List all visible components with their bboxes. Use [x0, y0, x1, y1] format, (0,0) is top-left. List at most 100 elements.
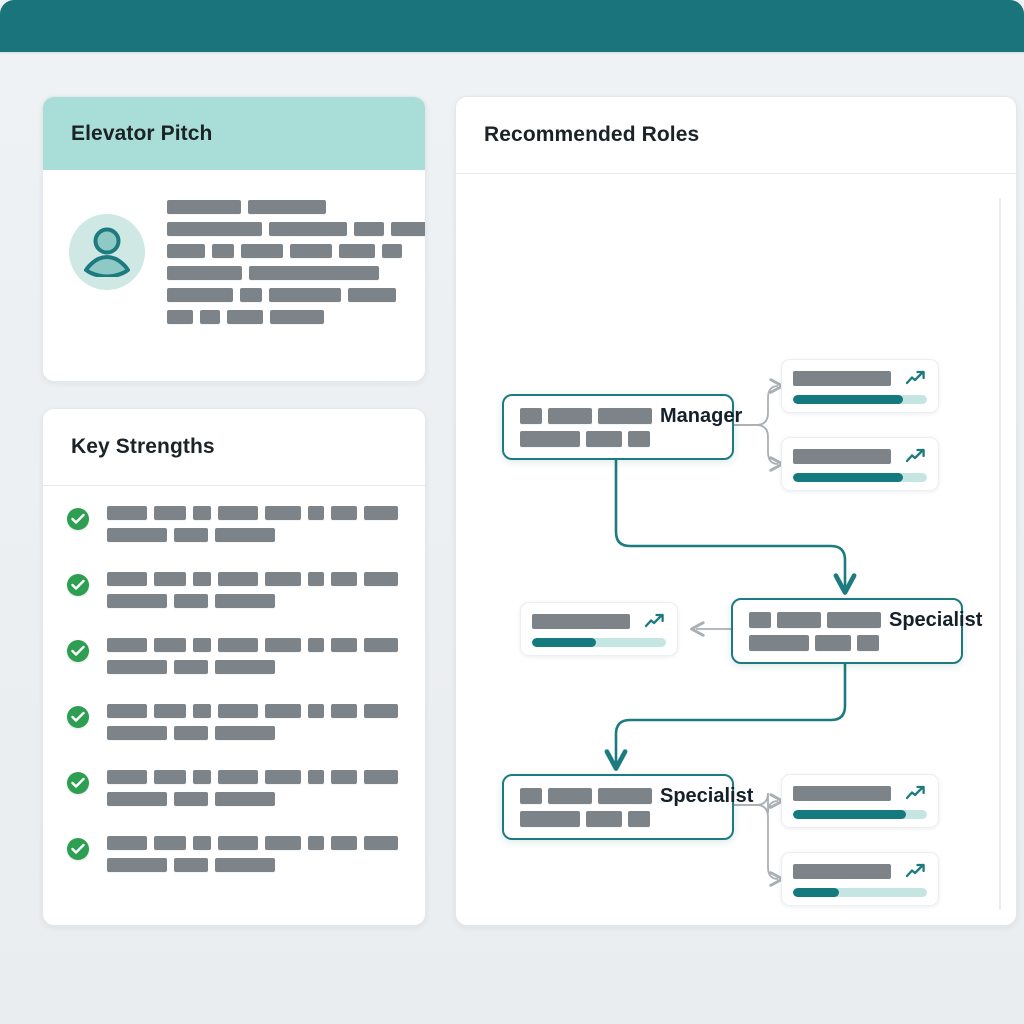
list-item-skeleton	[107, 704, 405, 748]
skeleton-bar	[749, 634, 809, 651]
trend-up-icon	[905, 369, 927, 387]
skeleton-bar	[793, 863, 891, 879]
skeleton-bar	[193, 506, 211, 520]
progress-bar-fill	[793, 810, 906, 819]
skeleton-bar	[218, 704, 258, 718]
metric-specialist-mid-1[interactable]	[520, 602, 678, 656]
skeleton-bar	[598, 407, 652, 424]
skeleton-row	[107, 726, 405, 740]
skeleton-bar	[248, 200, 326, 214]
list-item[interactable]	[67, 572, 401, 616]
progress-bar-track	[532, 638, 666, 647]
check-circle-icon	[67, 574, 89, 596]
check-circle-icon	[67, 772, 89, 794]
key-strengths-list	[43, 486, 425, 914]
skeleton-bar	[107, 594, 167, 608]
skeleton-bar	[107, 660, 167, 674]
skeleton-bar	[174, 528, 208, 542]
list-item-skeleton	[107, 836, 405, 880]
skeleton-row	[167, 310, 425, 324]
skeleton-bar	[308, 572, 324, 586]
trend-up-icon	[905, 784, 927, 802]
recommended-roles-title: Recommended Roles	[484, 123, 700, 146]
node-manager[interactable]: Manager	[502, 394, 742, 460]
node-skeleton-row	[520, 810, 753, 827]
list-item[interactable]	[67, 836, 401, 880]
skeleton-bar	[174, 792, 208, 806]
metric-card-top	[793, 447, 927, 465]
skeleton-bar	[167, 244, 205, 258]
skeleton-bar	[107, 506, 147, 520]
skeleton-bar	[331, 836, 357, 850]
skeleton-bar	[174, 858, 208, 872]
skeleton-bar	[308, 770, 324, 784]
skeleton-bar	[749, 611, 771, 628]
list-item[interactable]	[67, 704, 401, 748]
skeleton-row	[107, 572, 405, 586]
key-strengths-header: Key Strengths	[43, 409, 425, 486]
skeleton-bar	[628, 810, 650, 827]
metric-manager-2[interactable]	[781, 437, 939, 491]
skeleton-bar	[193, 638, 211, 652]
node-label: Specialist	[660, 784, 754, 807]
check-circle-icon	[67, 508, 89, 530]
elevator-pitch-body	[43, 170, 425, 352]
panel-scroll-divider[interactable]	[999, 198, 1001, 910]
list-item[interactable]	[67, 506, 401, 550]
skeleton-bar	[227, 310, 263, 324]
skeleton-bar	[532, 613, 630, 629]
skeleton-bar	[265, 836, 301, 850]
skeleton-bar	[193, 836, 211, 850]
skeleton-bar	[107, 836, 147, 850]
skeleton-bar	[154, 638, 186, 652]
skeleton-row	[167, 222, 425, 236]
skeleton-bar	[193, 770, 211, 784]
skeleton-row	[167, 200, 425, 214]
skeleton-bar	[218, 506, 258, 520]
skeleton-bar	[154, 770, 186, 784]
skeleton-bar	[200, 310, 220, 324]
list-item-skeleton	[107, 506, 405, 550]
skeleton-bar	[331, 506, 357, 520]
metric-specialist-bottom-1[interactable]	[781, 774, 939, 828]
skeleton-bar	[520, 430, 580, 447]
list-item[interactable]	[67, 770, 401, 814]
skeleton-bar	[827, 611, 881, 628]
skeleton-bar	[218, 836, 258, 850]
skeleton-bar	[107, 770, 147, 784]
metric-specialist-bottom-2[interactable]	[781, 852, 939, 906]
node-skeleton-row: Manager	[520, 406, 742, 426]
skeleton-bar	[793, 785, 891, 801]
list-item[interactable]	[67, 638, 401, 682]
skeleton-bar	[382, 244, 402, 258]
skeleton-bar	[793, 448, 891, 464]
elevator-pitch-skeleton	[167, 196, 425, 332]
skeleton-bar	[331, 638, 357, 652]
skeleton-bar	[167, 200, 241, 214]
skeleton-bar	[107, 792, 167, 806]
skeleton-bar	[265, 506, 301, 520]
progress-bar-fill	[532, 638, 597, 647]
progress-bar-track	[793, 810, 927, 819]
metric-manager-1[interactable]	[781, 359, 939, 413]
skeleton-bar	[167, 288, 233, 302]
skeleton-bar	[308, 506, 324, 520]
metric-card-top	[532, 612, 666, 630]
node-specialist-mid[interactable]: Specialist	[731, 598, 982, 664]
top-app-bar	[0, 0, 1024, 52]
skeleton-bar	[364, 770, 398, 784]
skeleton-bar	[193, 704, 211, 718]
node-specialist-bottom[interactable]: Specialist	[502, 774, 753, 840]
recommended-roles-card: Recommended Roles	[455, 96, 1017, 926]
list-item-skeleton	[107, 572, 405, 616]
progress-bar-track	[793, 888, 927, 897]
skeleton-bar	[364, 506, 398, 520]
skeleton-bar	[240, 288, 262, 302]
skeleton-bar	[167, 266, 242, 280]
trend-up-icon	[644, 612, 666, 630]
skeleton-bar	[548, 407, 592, 424]
check-circle-icon	[67, 838, 89, 860]
skeleton-bar	[154, 704, 186, 718]
skeleton-bar	[107, 726, 167, 740]
skeleton-bar	[265, 704, 301, 718]
